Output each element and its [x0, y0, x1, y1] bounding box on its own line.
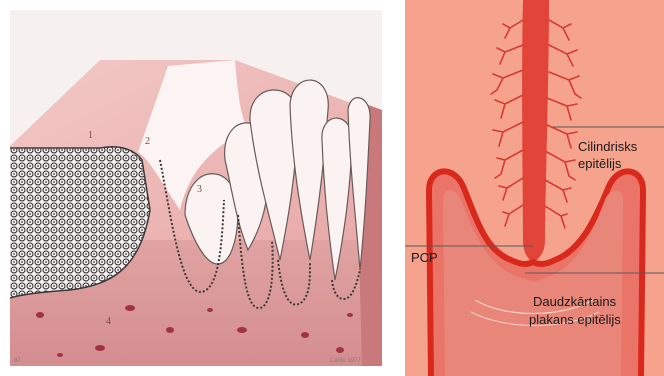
label-squamous-1: Daudzkārtains	[533, 294, 617, 309]
label-cylindrical-2: epitēlijs	[578, 156, 622, 171]
label-3: 3	[197, 184, 202, 195]
label-2: 2	[145, 136, 150, 147]
central-canal	[522, 0, 549, 262]
label-cylindrical-1: Cilindrisks	[578, 139, 638, 154]
label-squamous-2: plakans epitēlijs	[529, 312, 621, 327]
canal-schematic: Cilindrisks epitēlijs PCP Daudzkārtains …	[405, 0, 664, 376]
label-4: 4	[106, 316, 111, 327]
plate-number: 87	[14, 358, 21, 364]
histology-svg: 1 2 3 4 87 Carlie 1977	[10, 10, 382, 366]
label-pcp: PCP	[411, 250, 438, 265]
canal-svg: Cilindrisks epitēlijs PCP Daudzkārtains …	[405, 0, 664, 376]
histology-illustration: 1 2 3 4 87 Carlie 1977	[10, 10, 382, 366]
artist-signature: Carlie 1977	[330, 358, 361, 364]
label-1: 1	[88, 130, 93, 141]
